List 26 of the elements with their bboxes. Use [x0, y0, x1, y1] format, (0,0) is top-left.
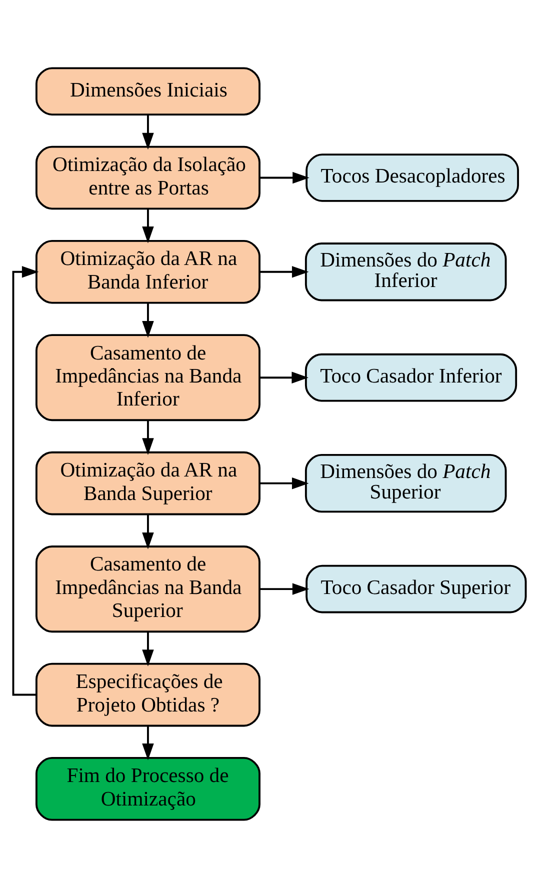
arrow: [142, 632, 154, 666]
arrow: [260, 477, 309, 490]
node-box: Dimensões Iniciais: [35, 67, 260, 116]
node-box: Toco Casador Inferior: [304, 353, 518, 402]
arrow: [142, 209, 154, 244]
node-box: Toco Casador Superior: [306, 564, 527, 614]
node-box: Casamento de Impedâncias na Banda Inferior: [35, 334, 260, 422]
node-box: Otimização da AR na Banda Superior: [35, 451, 260, 516]
node-box: Dimensões do Patch Superior: [304, 454, 507, 513]
arrow: [142, 420, 154, 455]
arrow: [142, 514, 154, 550]
node-box: Otimização da Isolação entre as Portas: [35, 146, 260, 210]
arrow: [260, 172, 310, 184]
arrow: [142, 303, 154, 338]
arrow: [142, 726, 154, 760]
node-box: Tocos Desacopladores: [306, 154, 519, 202]
node-box: Fim do Processo de Otimização: [35, 756, 260, 821]
arrow: [12, 266, 39, 696]
node-box: Especificações de Projeto Obtidas ?: [35, 662, 260, 727]
arrow: [260, 372, 308, 384]
arrow: [142, 114, 154, 150]
node-box: Otimização da AR na Banda Inferior: [35, 240, 260, 304]
node-box: Casamento de Impedâncias na Banda Superior: [35, 546, 260, 633]
arrow: [260, 266, 309, 278]
node-box: Dimensões do Patch Inferior: [304, 242, 507, 302]
arrow: [260, 583, 310, 595]
